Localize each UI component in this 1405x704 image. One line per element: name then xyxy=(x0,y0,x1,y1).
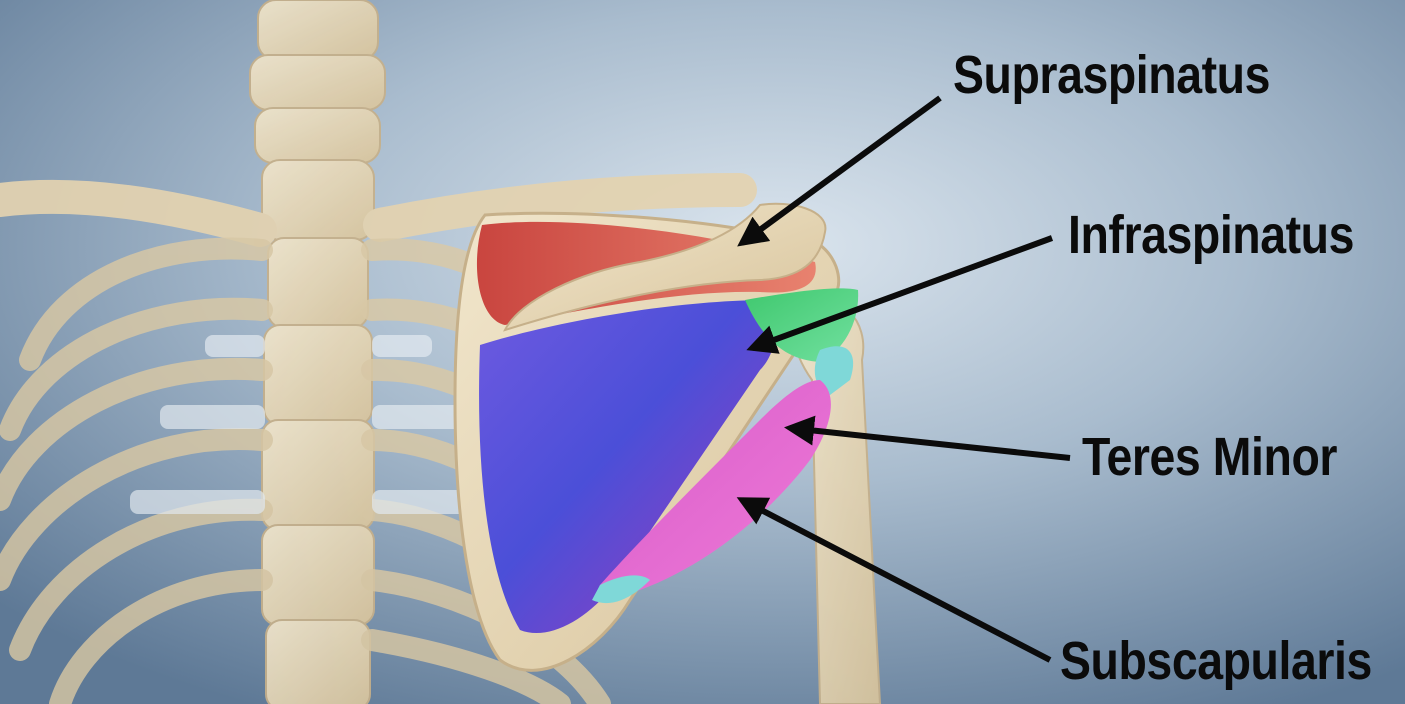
arrow-subscapularis xyxy=(736,497,1052,663)
pointer-arrows xyxy=(736,95,1071,663)
costal-cartilage xyxy=(130,335,482,514)
teres-cyan-tip xyxy=(592,575,650,604)
spine xyxy=(249,0,386,704)
infraspinatus-muscle xyxy=(479,300,776,634)
label-supraspinatus: Supraspinatus xyxy=(953,45,1270,105)
arrow-supraspinatus xyxy=(737,95,942,247)
subscapularis-cyan-muscle xyxy=(814,346,854,395)
teres-minor-muscle xyxy=(599,380,831,597)
clavicles xyxy=(0,173,757,247)
label-teres-minor: Teres Minor xyxy=(1082,427,1338,487)
label-infraspinatus: Infraspinatus xyxy=(1068,205,1355,265)
arrow-infraspinatus xyxy=(746,235,1054,354)
label-subscapularis: Subscapularis xyxy=(1060,631,1372,691)
arrow-teres-minor xyxy=(784,415,1071,461)
subscapularis-green-muscle xyxy=(745,288,859,362)
